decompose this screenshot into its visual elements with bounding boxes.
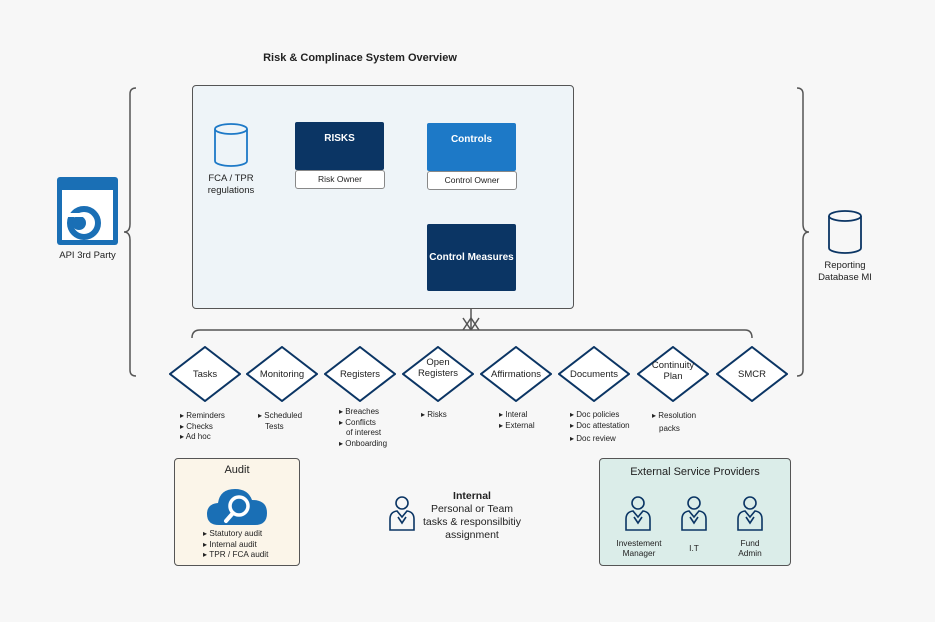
right-bracket <box>796 87 810 377</box>
reporting-database-icon <box>828 210 862 254</box>
database-icon <box>214 123 248 167</box>
module-registers[interactable]: Registers <box>323 345 397 403</box>
esp-person-fund-admin: Fund Admin <box>738 538 762 558</box>
audit-items: ▸ Statutory audit ▸ Internal audit ▸ TPR… <box>203 529 269 559</box>
control-measures-box[interactable]: Control Measures <box>427 224 516 291</box>
reporting-database-label: Reporting Database MI <box>818 260 872 283</box>
system-core-box <box>192 85 574 309</box>
module-affirmations[interactable]: Affirmations <box>479 345 553 403</box>
controls-label: Controls <box>450 133 493 145</box>
person-icon <box>737 496 763 531</box>
left-bracket <box>123 87 137 377</box>
risk-owner-box: Risk Owner <box>295 170 385 189</box>
controls-box[interactable]: Controls <box>427 123 516 171</box>
module-tasks[interactable]: Tasks <box>168 345 242 403</box>
esp-person-investment-manager: Investement Manager <box>616 538 662 558</box>
open-registers-bullets: ▸ Risks <box>421 410 447 419</box>
module-smcr[interactable]: SMCR <box>715 345 789 403</box>
bus-line <box>191 329 753 339</box>
risks-label: RISKS <box>324 132 355 144</box>
affirmations-bullets: ▸ Interal ▸ External <box>499 410 535 430</box>
esp-title: External Service Providers <box>630 466 760 478</box>
documents-bullets: ▸ Doc policies ▸ Doc attestation ▸ Doc r… <box>570 410 630 443</box>
risks-box[interactable]: RISKS <box>295 122 384 170</box>
person-icon <box>681 496 707 531</box>
api-3rd-party-label: API 3rd Party <box>59 250 116 261</box>
internal-label: Internal Personal or Team tasks & respon… <box>422 490 522 541</box>
registers-bullets: ▸ Breaches ▸ Conflicts of interest ▸ Onb… <box>339 407 388 448</box>
audit-title: Audit <box>224 464 250 476</box>
module-documents[interactable]: Documents <box>557 345 631 403</box>
monitoring-bullets: ▸ Scheduled Tests <box>258 411 303 431</box>
person-icon <box>625 496 651 531</box>
person-icon <box>389 496 415 531</box>
control-owner-box: Control Owner <box>427 171 517 190</box>
diagram-title: Risk & Complinace System Overview <box>263 52 457 64</box>
esp-person-it: I.T <box>689 543 699 553</box>
module-monitoring[interactable]: Monitoring <box>245 345 319 403</box>
audit-box: Audit ▸ Statutory audit ▸ Internal audit… <box>174 458 300 566</box>
cloud-search-icon <box>207 489 267 525</box>
continuity-bullets: ▸ Resolution packs <box>652 411 697 433</box>
api-window-icon <box>57 177 118 245</box>
tasks-bullets: ▸ Reminders ▸ Checks ▸ Ad hoc <box>180 411 225 441</box>
regulations-label: FCA / TPR regulations <box>207 173 255 196</box>
